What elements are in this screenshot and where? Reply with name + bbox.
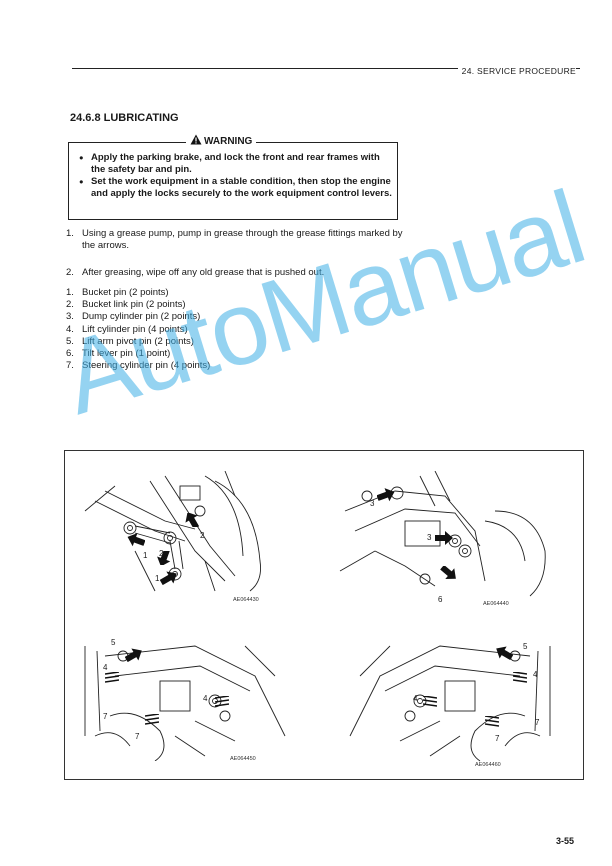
- warning-box: Apply the parking brake, and lock the fr…: [68, 142, 398, 220]
- grease-arrow-icon: [435, 531, 453, 545]
- point-text: Bucket pin (2 points): [82, 287, 169, 298]
- callout-label: 4: [203, 694, 208, 703]
- point-text: Lift arm pivot pin (2 points): [82, 335, 194, 347]
- point-item: 3. Dump cylinder pin (2 points): [66, 311, 210, 323]
- callout-label: 1: [143, 551, 148, 560]
- figure-code: AE064440: [483, 601, 509, 607]
- point-number: 5.: [66, 335, 74, 347]
- grease-arrow-icon: [496, 646, 513, 660]
- figure-code: AE064450: [230, 756, 256, 762]
- grease-hatch-arrow-icon: [145, 714, 159, 725]
- grease-arrow-icon: [185, 513, 200, 527]
- point-text: Tilt lever pin (1 point): [82, 348, 171, 360]
- figure-panel-right-lift-arm: 5 4 4 7 7 AE064460: [335, 636, 565, 771]
- callout-label: 6: [438, 595, 443, 604]
- point-number: 3.: [66, 311, 74, 323]
- header-rule: [72, 68, 580, 69]
- section-header: 24. SERVICE PROCEDURE: [457, 66, 576, 76]
- point-text: Lift cylinder pin (4 points): [82, 323, 188, 335]
- warning-item: Apply the parking brake, and lock the fr…: [79, 152, 395, 175]
- grease-arrow-icon: [160, 571, 177, 585]
- callout-label: 5: [111, 638, 116, 647]
- step-number: 2.: [66, 267, 74, 278]
- grease-hatch-arrow-icon: [513, 672, 527, 683]
- lubrication-figure: 1 2 2 1 AE064430 3 3 6 AE064440: [64, 450, 584, 780]
- grease-hatch-arrow-icon: [105, 672, 119, 683]
- point-number: 2.: [66, 299, 74, 311]
- page-number: 3-55: [555, 836, 574, 846]
- callout-label: 5: [523, 642, 528, 651]
- callout-label: 3: [427, 533, 432, 542]
- grease-arrow-icon: [377, 488, 395, 502]
- figure-code: AE064430: [233, 597, 259, 603]
- warning-list: Apply the parking brake, and lock the fr…: [79, 152, 395, 200]
- point-item: 5. Lift arm pivot pin (2 points): [66, 336, 210, 348]
- callout-label: 2: [159, 549, 164, 558]
- grease-arrow-icon: [127, 533, 145, 547]
- callout-label: 7: [535, 718, 540, 727]
- warning-label: WARNING: [186, 134, 257, 148]
- callout-label: 7: [135, 732, 140, 741]
- grease-hatch-arrow-icon: [485, 716, 499, 727]
- callout-label: 1: [155, 574, 160, 583]
- grease-arrow-icon: [125, 648, 142, 662]
- figure-panel-bucket-pins: 1 2 2 1 AE064430: [75, 471, 295, 603]
- figure-panel-left-lift-arm: 5 4 4 7 7 AE064450: [75, 636, 295, 762]
- step-text: Using a grease pump, pump in grease thro…: [82, 228, 403, 251]
- step-number: 1.: [66, 228, 74, 239]
- callout-label: 4: [103, 663, 108, 672]
- point-text: Bucket link pin (2 points): [82, 299, 186, 311]
- lubrication-points-list: 1. Bucket pin (2 points) 2. Bucket link pi…: [66, 287, 210, 372]
- step-text: After greasing, wipe off any old grease …: [82, 267, 325, 278]
- point-number: 6.: [66, 348, 74, 360]
- warning-item: Set the work equipment in a stable condi…: [79, 176, 395, 199]
- grease-arrow-icon: [157, 551, 171, 565]
- step-item: 2. After greasing, wipe off any old greas…: [66, 267, 404, 279]
- point-item: 1. Bucket pin (2 points): [66, 287, 210, 299]
- point-text: Steering cylinder pin (4 points): [82, 360, 211, 372]
- callout-label: 4: [533, 670, 538, 679]
- callout-label: 7: [495, 734, 500, 743]
- point-number: 4.: [66, 323, 74, 335]
- grease-hatch-arrow-icon: [215, 696, 229, 707]
- point-number: 7.: [66, 360, 74, 372]
- callout-label: 7: [103, 712, 108, 721]
- warning-triangle-icon: [190, 134, 202, 148]
- point-item: 7. Steering cylinder pin (4 points): [66, 360, 210, 372]
- grease-hatch-arrow-icon: [423, 696, 437, 707]
- point-number: 1.: [66, 287, 74, 298]
- figure-code: AE064460: [475, 762, 501, 768]
- callout-label: 3: [370, 499, 375, 508]
- point-item: 2. Bucket link pin (2 points): [66, 299, 210, 311]
- point-item: 6. Tilt lever pin (1 point): [66, 348, 210, 360]
- point-text: Dump cylinder pin (2 points): [82, 311, 201, 323]
- point-item: 4. Lift cylinder pin (4 points): [66, 324, 210, 336]
- callout-label: 2: [200, 531, 205, 540]
- procedure-steps: 1. Using a grease pump, pump in grease th…: [66, 228, 404, 295]
- warning-label-text: WARNING: [204, 135, 253, 147]
- grease-arrow-icon: [440, 566, 456, 580]
- step-item: 1. Using a grease pump, pump in grease th…: [66, 228, 404, 251]
- figure-panel-dump-cylinder: 3 3 6 AE064440: [335, 471, 565, 607]
- section-title: 24.6.8 LUBRICATING: [70, 112, 179, 124]
- callout-label: 4: [413, 694, 418, 703]
